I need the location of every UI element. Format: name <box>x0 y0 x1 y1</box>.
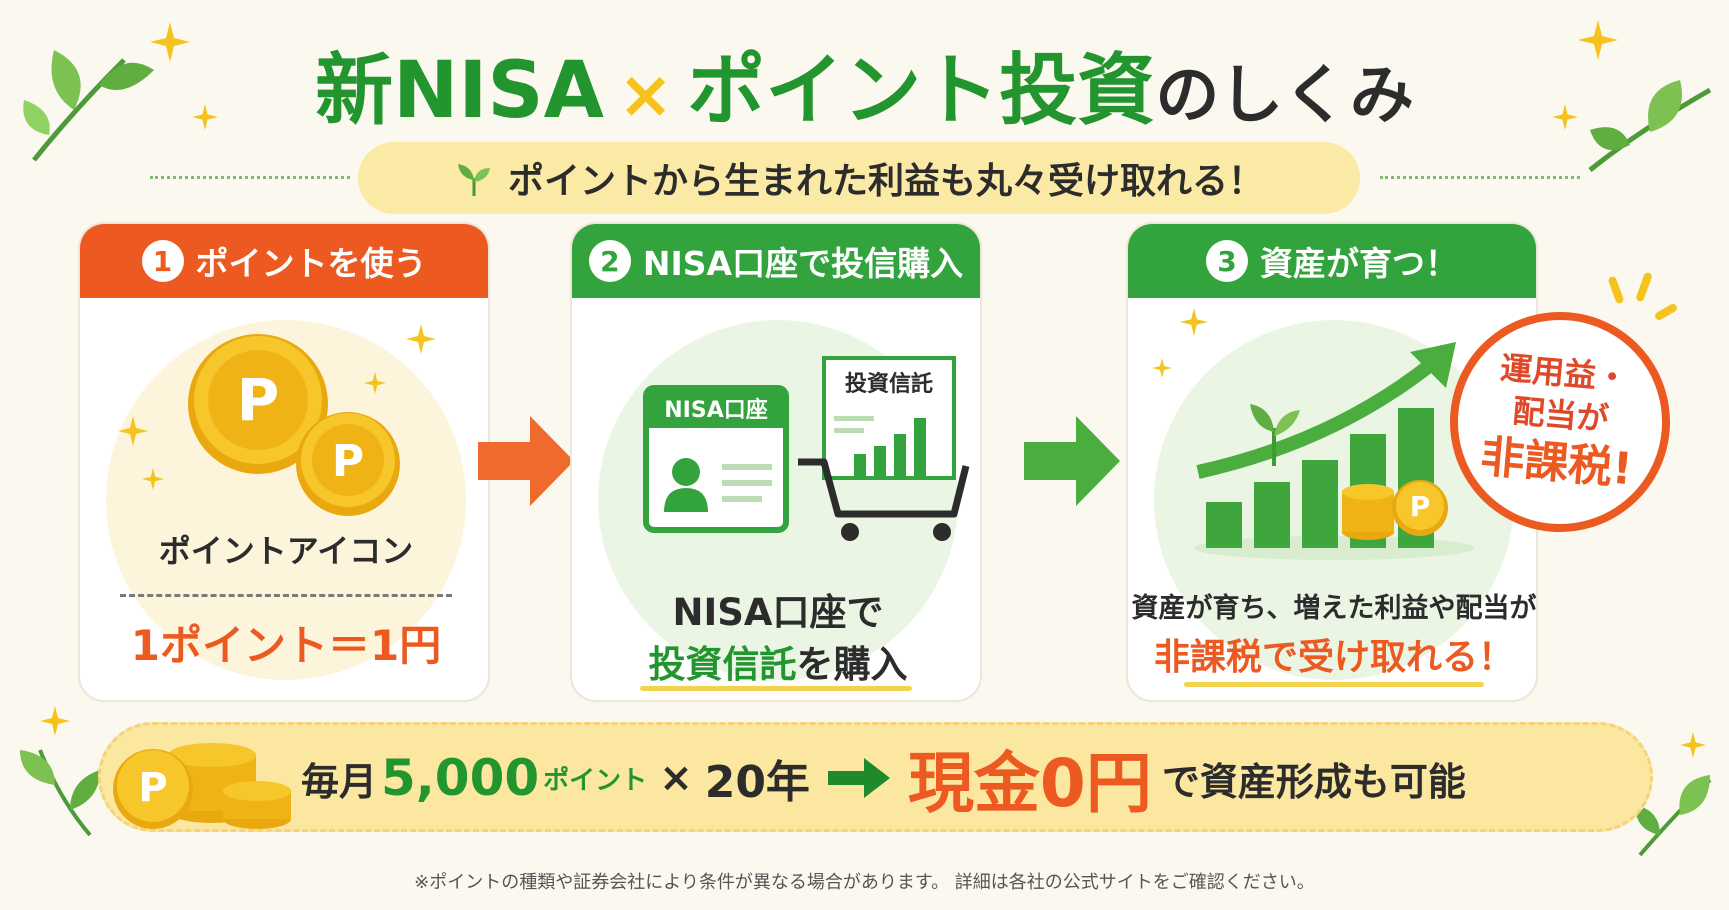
title-mechanism: のしくみ <box>1155 59 1414 133</box>
title-nisa: 新NISA <box>315 46 604 136</box>
sparkle-icon <box>1180 308 1208 336</box>
banner-zero-cash: 現金0円 <box>907 745 1152 822</box>
leaf-bottom-right-icon <box>1635 775 1712 857</box>
banner-times: × <box>659 755 693 801</box>
sparkle-icon <box>364 372 386 394</box>
shopping-cart-icon <box>798 356 970 541</box>
coin-letter: P <box>1410 490 1431 523</box>
step-2-number: 2 <box>588 240 631 282</box>
highlight-underline <box>1184 682 1484 687</box>
sparkle-icon <box>150 22 190 62</box>
step-1-header: 1 ポイントを使う <box>80 224 488 298</box>
step-2-heading: NISA口座で投信購入 <box>642 244 964 283</box>
sparkle-icon <box>1152 358 1172 378</box>
banner-message: 毎月 5,000 ポイント × 20年 現金0円 で資産形成も可能 <box>301 725 1466 831</box>
coin-stack-icon: P <box>113 743 291 829</box>
sparkle-icon <box>40 706 70 736</box>
step-card-3: 3 資産が育つ！ P 資産が育ち、増えた利益や配当が 非課税で受け取れる！ <box>1126 222 1538 702</box>
investment-trust-label: 投資信託 <box>844 372 933 397</box>
step-1-heading: ポイントを使う <box>195 244 427 283</box>
footnote: ※ポイントの種類や証券会社により条件が異なる場合があります。 詳細は各社の公式サ… <box>414 872 1315 893</box>
banner-monthly: 毎月 <box>301 759 378 804</box>
dashed-divider <box>120 594 452 597</box>
badge-line-3: 非課税! <box>1478 431 1635 496</box>
step-3-number: 3 <box>1206 240 1248 282</box>
arrow-right-icon <box>478 416 574 506</box>
coin-letter: P <box>237 366 280 434</box>
banner-years: 20年 <box>704 757 810 808</box>
step-3-line-2: 非課税で受け取れる！ <box>1153 637 1514 678</box>
sparkle-icon <box>1552 104 1578 130</box>
step-2-purchase: を購入 <box>796 643 908 686</box>
step-3-heading: 資産が育つ！ <box>1260 244 1458 283</box>
sparkle-icon <box>1680 732 1706 758</box>
nisa-account-label: NISA口座 <box>664 398 768 423</box>
sparkle-icon <box>406 324 436 354</box>
sprout-icon <box>457 164 490 196</box>
growth-chart-icon: P <box>1194 342 1474 560</box>
leaf-top-left-icon <box>23 50 154 162</box>
step-1-number: 1 <box>141 240 184 282</box>
coin-letter: P <box>332 436 364 487</box>
highlight-underline <box>640 686 912 691</box>
leaf-top-right-icon <box>1588 80 1712 172</box>
divider-dots <box>150 176 350 179</box>
sparkle-icon <box>192 104 218 130</box>
step-2-header: 2 NISA口座で投信購入 <box>572 224 980 298</box>
nisa-account-card-icon <box>643 385 789 533</box>
title-cross: × <box>617 56 674 133</box>
banner-unit: ポイント <box>543 765 648 796</box>
step-2-line-1: NISA口座で <box>672 591 884 634</box>
sparkle-icon <box>1578 20 1618 60</box>
banner-amount: 5,000 <box>381 749 540 807</box>
subtitle-text: ポイントから生まれた利益も丸々受け取れる！ <box>507 161 1264 202</box>
step-3-line-1: 資産が育ち、増えた利益や配当が <box>1131 593 1537 624</box>
divider-dots <box>1380 176 1580 179</box>
title-point-investment: ポイント投資 <box>687 46 1156 136</box>
sparkle-icon <box>118 416 148 446</box>
banner-rest: で資産形成も可能 <box>1161 759 1466 804</box>
step-2-line-2: 投資信託を購入 <box>572 634 980 688</box>
step-2-investment-trust: 投資信託 <box>648 643 797 686</box>
coin-letter: P <box>138 765 167 811</box>
page-title: 新NISA×ポイント投資のしくみ <box>0 28 1729 140</box>
arrow-right-icon <box>1024 416 1120 506</box>
subtitle-pill: ポイントから生まれた利益も丸々受け取れる！ <box>358 142 1360 214</box>
step-card-2: 2 NISA口座で投信購入 NISA口座 投資信託 NISA口座で <box>570 222 982 702</box>
coins-icon: P P <box>188 334 400 516</box>
burst-lines-icon <box>1608 272 1677 320</box>
arrow-right-icon <box>827 758 890 798</box>
step-card-1: 1 ポイントを使う P P ポイントアイコン 1ポイント＝1円 <box>78 222 490 702</box>
point-icon-label: ポイントアイコン <box>158 532 414 570</box>
leaf-bottom-left-icon <box>20 749 100 837</box>
bottom-banner: P 毎月 5,000 ポイント × 20年 現金0円 で資産形成も可能 <box>98 722 1653 832</box>
point-rate: 1ポイント＝1円 <box>130 621 442 670</box>
sparkle-icon <box>142 468 164 490</box>
step-3-header: 3 資産が育つ！ <box>1128 224 1536 298</box>
